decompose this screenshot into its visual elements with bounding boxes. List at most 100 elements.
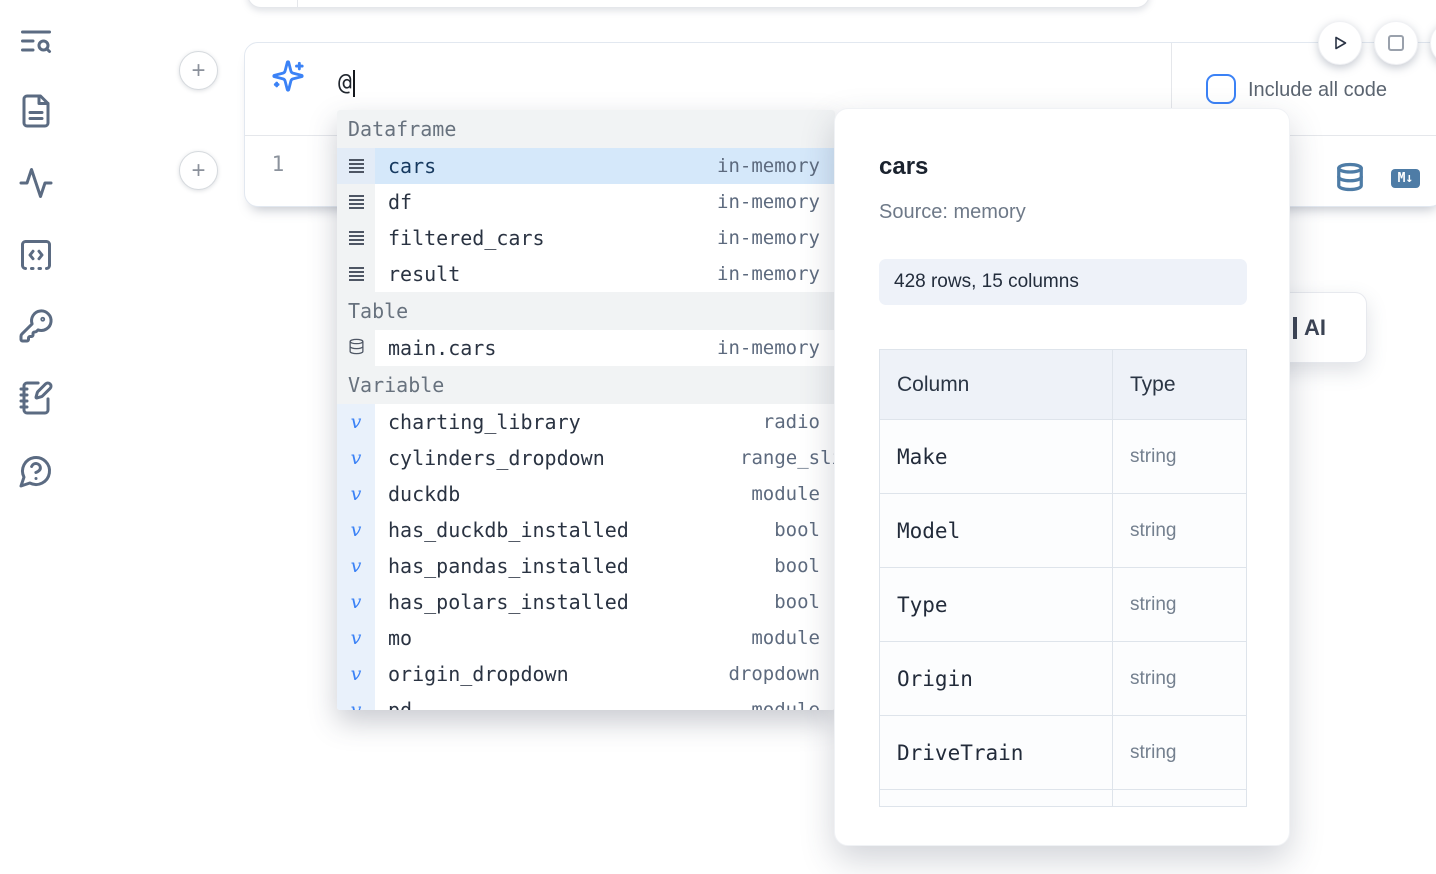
- include-all-code-label: Include all code: [1248, 79, 1387, 101]
- section-header-variable: Variable: [337, 366, 835, 404]
- schema-rows: Make string Model string Type string Ori…: [880, 419, 1246, 789]
- item-icon-cell: v: [337, 404, 375, 440]
- include-all-code-checkbox[interactable]: [1206, 74, 1236, 104]
- item-type: in-memory: [717, 155, 820, 177]
- item-type: module: [751, 483, 820, 505]
- item-icon-cell: v: [337, 620, 375, 656]
- play-icon: [1335, 36, 1347, 50]
- markdown-icon[interactable]: M↓: [1391, 169, 1420, 188]
- item-type: bool: [774, 519, 820, 541]
- run-cell-button[interactable]: [1318, 21, 1362, 65]
- autocomplete-item[interactable]: v duckdb module: [337, 476, 835, 512]
- schema-table-header: Column Type: [880, 350, 1246, 419]
- item-icon-cell: v: [337, 512, 375, 548]
- table-database-icon: [348, 338, 365, 359]
- column-type-cell: string: [1130, 519, 1177, 541]
- table-row: Make string: [880, 419, 1246, 493]
- item-name: cylinders_dropdown: [388, 446, 605, 470]
- dataframe-preview-panel: cars Source: memory 428 rows, 15 columns…: [834, 108, 1290, 846]
- ai-options-section: Include all code: [1171, 43, 1436, 135]
- autocomplete-item[interactable]: v main.cars in-memory: [337, 330, 835, 366]
- autocomplete-item[interactable]: v charting_library radio: [337, 404, 835, 440]
- left-sidebar: [0, 0, 72, 874]
- item-name: has_polars_installed: [388, 590, 629, 614]
- toc-search-icon[interactable]: [17, 22, 55, 60]
- item-icon-cell: v: [337, 330, 375, 366]
- item-icon-cell: v: [337, 256, 375, 292]
- dataframe-list: v cars in-memory v df in-memory: [337, 148, 835, 292]
- item-name: mo: [388, 626, 413, 650]
- dataframe-icon: [348, 267, 364, 269]
- previous-cell-divider: [297, 0, 298, 7]
- sparkles-icon: [271, 59, 305, 93]
- section-header-dataframe: Dataframe: [337, 110, 835, 148]
- dataframe-icon: [348, 195, 364, 197]
- variable-icon: v: [350, 554, 362, 577]
- column-type-cell: string: [1130, 593, 1177, 615]
- item-name: charting_library: [388, 410, 581, 434]
- item-name: result: [388, 262, 461, 286]
- item-icon-cell: v: [337, 440, 375, 476]
- notebook-pen-icon[interactable]: [17, 379, 55, 417]
- table-row: DriveTrain string: [880, 715, 1246, 789]
- autocomplete-item[interactable]: v result in-memory: [337, 256, 835, 292]
- section-header-table: Table: [337, 292, 835, 330]
- text-cursor: [352, 69, 355, 97]
- type-header: Type: [1130, 372, 1176, 396]
- schema-table: Column Type Make string Model string Typ…: [879, 349, 1247, 807]
- code-editor-row[interactable]: 1 M↓: [245, 136, 1436, 206]
- item-name: has_pandas_installed: [388, 554, 629, 578]
- item-type: module: [751, 699, 820, 710]
- dataframe-icon: [348, 159, 364, 161]
- item-icon-cell: v: [337, 692, 375, 710]
- ai-prompt-input[interactable]: @: [338, 67, 355, 99]
- item-icon-cell: v: [337, 220, 375, 256]
- add-cell-button-bottom[interactable]: +: [179, 151, 218, 190]
- database-cell-icon[interactable]: [1335, 160, 1365, 194]
- column-type-cell: string: [1130, 741, 1177, 763]
- autocomplete-item[interactable]: v origin_dropdown dropdown: [337, 656, 835, 692]
- add-cell-button-top[interactable]: +: [179, 51, 218, 90]
- column-name-cell: Make: [880, 420, 1113, 493]
- item-icon-cell: v: [337, 184, 375, 220]
- item-type: range_sli: [740, 447, 835, 469]
- code-snippets-icon[interactable]: [17, 236, 55, 274]
- autocomplete-item[interactable]: v cylinders_dropdown range_sli: [337, 440, 835, 476]
- line-number: 1: [271, 152, 285, 176]
- column-name-cell: Model: [880, 494, 1113, 567]
- file-document-icon[interactable]: [17, 92, 55, 130]
- autocomplete-dropdown: Dataframe v cars in-memory v: [337, 110, 835, 710]
- stop-button[interactable]: [1374, 21, 1418, 65]
- autocomplete-item[interactable]: v has_polars_installed bool: [337, 584, 835, 620]
- help-chat-icon[interactable]: [17, 452, 55, 490]
- item-type: bool: [774, 555, 820, 577]
- item-name: filtered_cars: [388, 226, 545, 250]
- autocomplete-item[interactable]: v has_duckdb_installed bool: [337, 512, 835, 548]
- key-icon[interactable]: [17, 307, 55, 345]
- autocomplete-item[interactable]: v filtered_cars in-memory: [337, 220, 835, 256]
- variable-icon: v: [350, 626, 362, 649]
- item-name: df: [388, 190, 413, 214]
- autocomplete-item[interactable]: v pd module: [337, 692, 835, 710]
- preview-source: Source: memory: [879, 201, 1026, 223]
- item-name: has_duckdb_installed: [388, 518, 629, 542]
- item-type: bool: [774, 591, 820, 613]
- autocomplete-item[interactable]: v mo module: [337, 620, 835, 656]
- column-name-cell: Type: [880, 568, 1113, 641]
- variable-icon: v: [350, 446, 362, 469]
- autocomplete-item[interactable]: v cars in-memory: [337, 148, 835, 184]
- item-type: radio: [762, 411, 820, 433]
- table-row: Type string: [880, 567, 1246, 641]
- item-icon-cell: v: [337, 656, 375, 692]
- variable-icon: v: [350, 518, 362, 541]
- previous-cell-edge: [247, 0, 1150, 8]
- variable-icon: v: [350, 482, 362, 505]
- shape-badge: 428 rows, 15 columns: [879, 259, 1247, 305]
- autocomplete-item[interactable]: v has_pandas_installed bool: [337, 548, 835, 584]
- autocomplete-item[interactable]: v df in-memory: [337, 184, 835, 220]
- item-name: main.cars: [388, 336, 497, 360]
- ai-prompt-text: @: [338, 70, 352, 96]
- activity-icon[interactable]: [17, 164, 55, 202]
- variable-icon: v: [350, 410, 362, 433]
